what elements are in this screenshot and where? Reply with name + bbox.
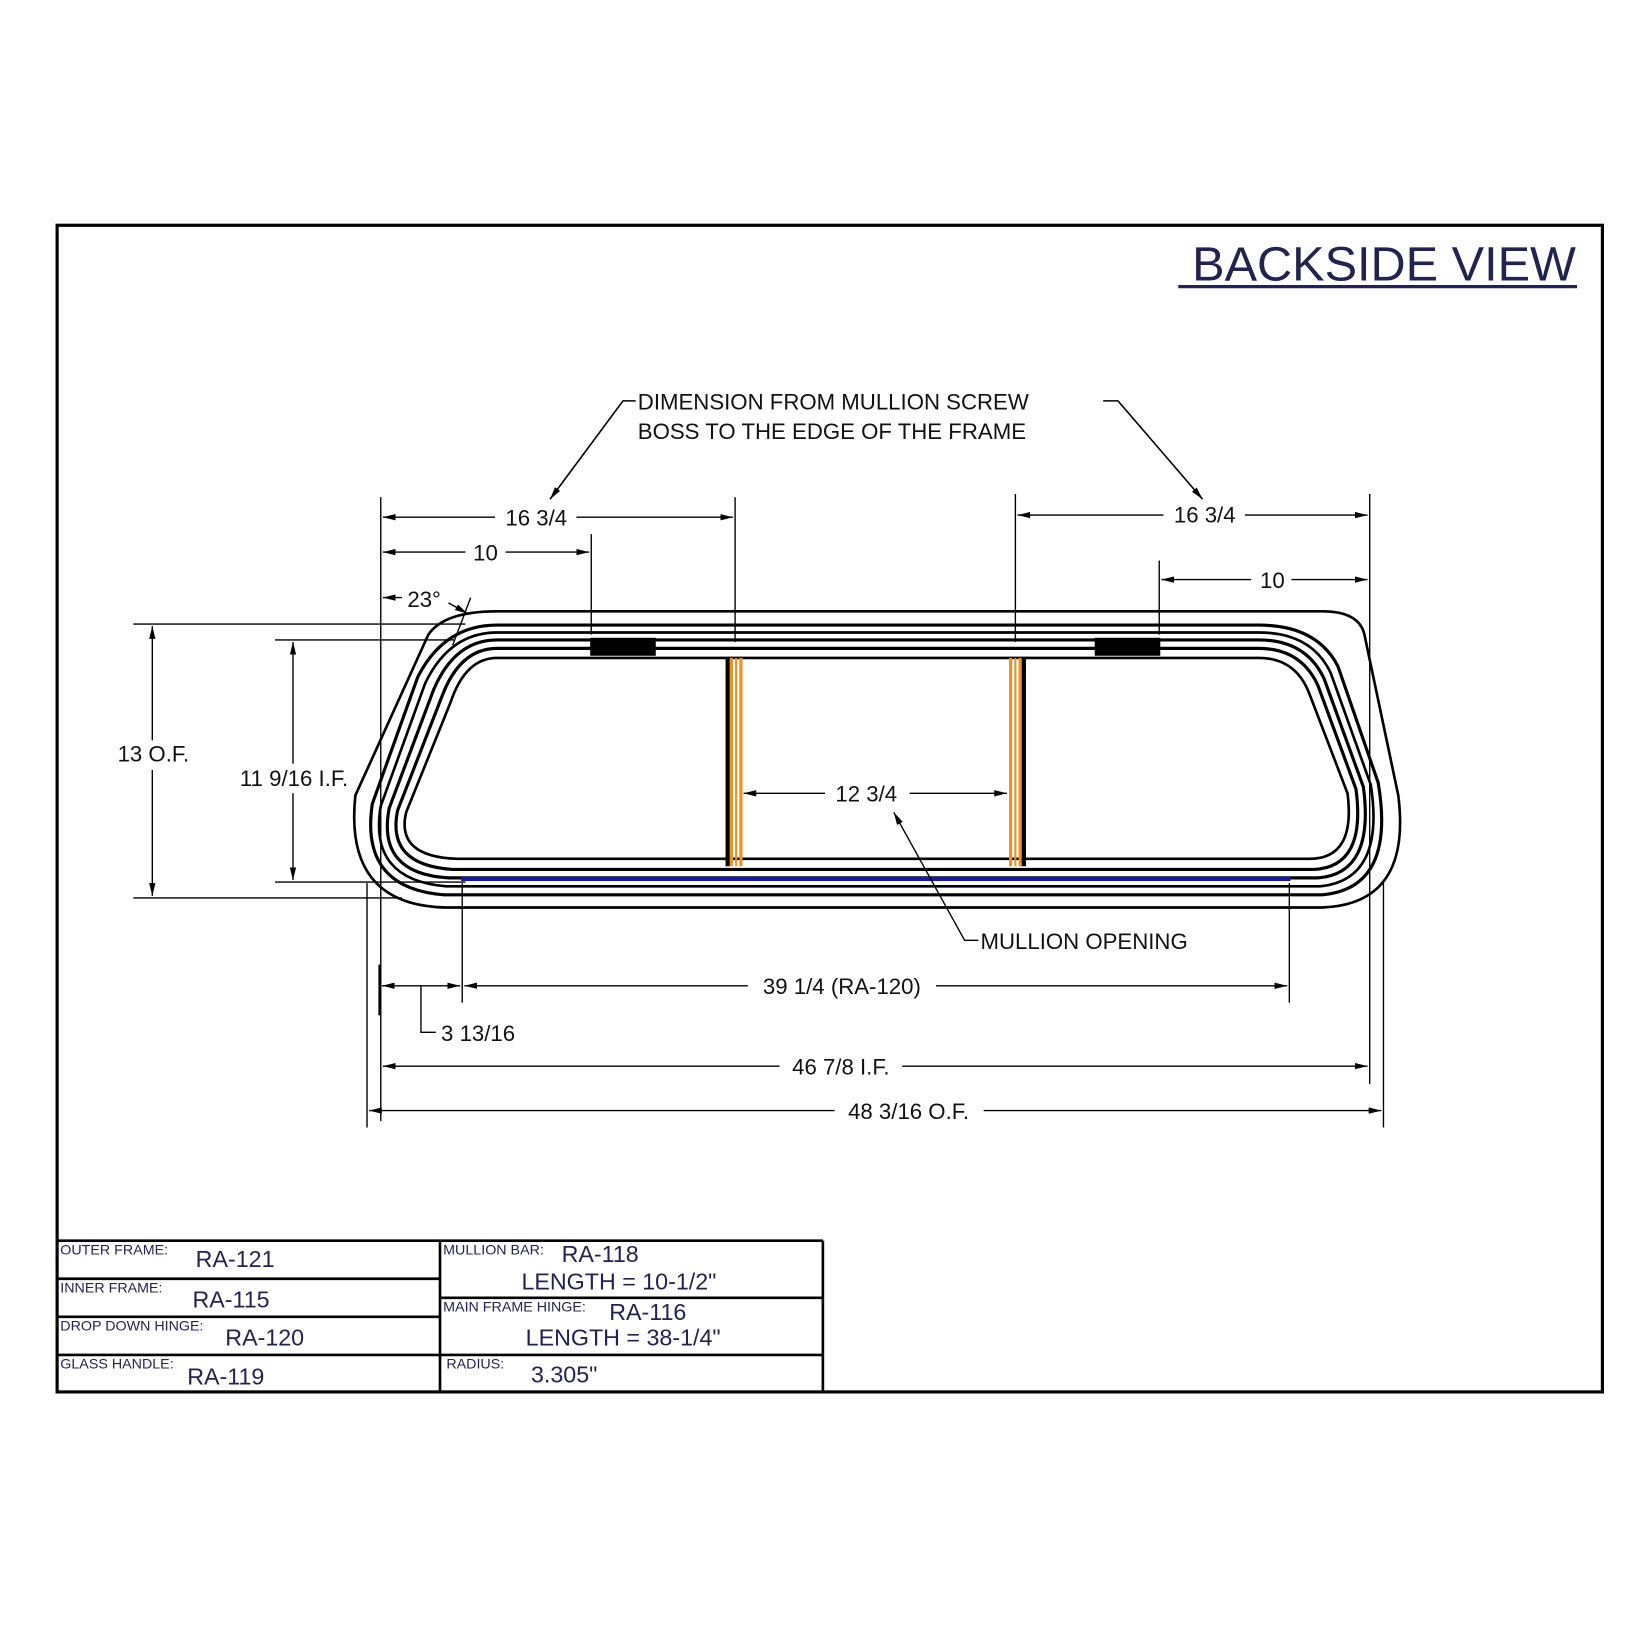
mullion-opening-dimension bbox=[743, 790, 1007, 941]
svg-text:11 9/16 I.F.: 11 9/16 I.F. bbox=[240, 766, 348, 791]
svg-text:RA-119: RA-119 bbox=[187, 1364, 264, 1390]
svg-text:16 3/4: 16 3/4 bbox=[505, 506, 567, 531]
window-frame bbox=[352, 610, 1402, 909]
svg-text:BACKSIDE VIEW: BACKSIDE VIEW bbox=[1192, 237, 1576, 291]
svg-text:48 3/16 O.F.: 48 3/16 O.F. bbox=[848, 1099, 969, 1124]
svg-text:12 3/4: 12 3/4 bbox=[835, 782, 897, 807]
svg-text:LENGTH = 38-1/4": LENGTH = 38-1/4" bbox=[526, 1324, 721, 1350]
svg-text:GLASS HANDLE:: GLASS HANDLE: bbox=[60, 1357, 173, 1373]
title-block-row-glass-handle: GLASS HANDLE: RA-119 bbox=[60, 1357, 264, 1390]
svg-text:16 3/4: 16 3/4 bbox=[1174, 503, 1236, 528]
title-block: OUTER FRAME: RA-121 INNER FRAME: RA-115 … bbox=[57, 1239, 825, 1392]
svg-text:BOSS TO THE EDGE OF THE FRAME: BOSS TO THE EDGE OF THE FRAME bbox=[638, 419, 1026, 444]
svg-text:RA-118: RA-118 bbox=[562, 1241, 639, 1267]
title-block-row-drop-down-hinge: DROP DOWN HINGE: RA-120 bbox=[60, 1319, 304, 1351]
svg-text:10: 10 bbox=[1260, 568, 1285, 593]
svg-text:MULLION BAR:: MULLION BAR: bbox=[443, 1242, 544, 1258]
svg-text:LENGTH = 10-1/2": LENGTH = 10-1/2" bbox=[521, 1268, 716, 1294]
left-screw-boss bbox=[590, 637, 656, 656]
title-block-row-radius: RADIUS: 3.305" bbox=[446, 1357, 597, 1388]
svg-text:DROP DOWN HINGE:: DROP DOWN HINGE: bbox=[60, 1319, 203, 1335]
right-mullion-bar bbox=[1009, 657, 1026, 867]
svg-text:10: 10 bbox=[473, 541, 498, 566]
svg-text:RA-116: RA-116 bbox=[609, 1299, 686, 1325]
svg-text:RA-115: RA-115 bbox=[193, 1286, 270, 1312]
bottom-dimensions bbox=[366, 883, 1385, 1128]
svg-text:39 1/4 (RA-120): 39 1/4 (RA-120) bbox=[763, 974, 921, 999]
svg-text:DIMENSION FROM MULLION SCREW: DIMENSION FROM MULLION SCREW bbox=[638, 389, 1029, 414]
height-dimensions bbox=[133, 623, 466, 899]
svg-text:13 O.F.: 13 O.F. bbox=[118, 742, 190, 767]
title-block-row-main-frame-hinge: MAIN FRAME HINGE: RA-116 LENGTH = 38-1/4… bbox=[443, 1299, 720, 1350]
view-title: BACKSIDE VIEW bbox=[1178, 237, 1578, 291]
title-block-row-inner-frame: INNER FRAME: RA-115 bbox=[60, 1281, 269, 1313]
left-mullion-bar bbox=[725, 657, 743, 867]
svg-text:RADIUS:: RADIUS: bbox=[446, 1357, 504, 1373]
svg-text:3 13/16: 3 13/16 bbox=[441, 1021, 515, 1046]
sheet-border bbox=[55, 223, 1604, 1394]
svg-text:46 7/8 I.F.: 46 7/8 I.F. bbox=[792, 1055, 890, 1080]
title-block-row-outer-frame: OUTER FRAME: RA-121 bbox=[60, 1242, 274, 1272]
drop-down-hinge bbox=[461, 876, 1291, 882]
dimension-note: DIMENSION FROM MULLION SCREW BOSS TO THE… bbox=[549, 389, 1204, 500]
svg-text:MAIN FRAME HINGE:: MAIN FRAME HINGE: bbox=[443, 1300, 586, 1316]
svg-text:OUTER FRAME:: OUTER FRAME: bbox=[60, 1242, 168, 1258]
right-screw-boss bbox=[1094, 637, 1161, 656]
svg-text:23°: 23° bbox=[407, 587, 441, 612]
svg-text:RA-121: RA-121 bbox=[196, 1246, 275, 1272]
svg-text:INNER FRAME:: INNER FRAME: bbox=[60, 1281, 162, 1297]
svg-text:MULLION OPENING: MULLION OPENING bbox=[980, 929, 1187, 954]
title-block-row-mullion-bar: MULLION BAR: RA-118 LENGTH = 10-1/2" bbox=[443, 1241, 716, 1294]
svg-text:3.305": 3.305" bbox=[531, 1361, 597, 1387]
top-dimensions bbox=[380, 493, 1371, 1122]
svg-text:RA-120: RA-120 bbox=[225, 1324, 304, 1350]
